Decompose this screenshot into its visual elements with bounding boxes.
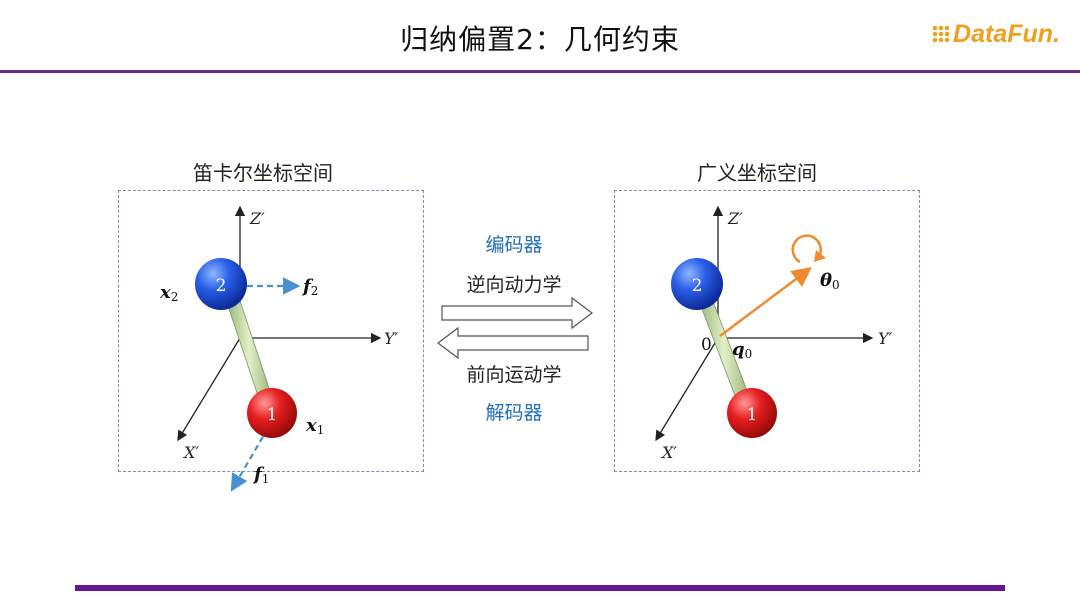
- left-atom-2-label: 2: [216, 276, 227, 296]
- forward-dynamics-label: 前向运动学: [466, 364, 562, 386]
- right-z-label: Z′: [727, 209, 743, 228]
- theta-orange-arrow: [719, 267, 812, 337]
- left-z-label: Z′: [249, 209, 265, 228]
- label-f2: f2: [301, 276, 318, 298]
- origin-label: 0: [701, 335, 712, 355]
- label-theta0: θ0: [820, 270, 840, 292]
- label-x2: x2: [159, 282, 178, 304]
- left-force-f1-arrow: [230, 427, 269, 492]
- encoder-label: 编码器: [485, 234, 543, 256]
- slide-title: 归纳偏置2：几何约束: [400, 23, 680, 56]
- right-x-label: X′: [660, 443, 677, 462]
- label-q0: q0: [732, 339, 752, 361]
- footer-divider: [75, 585, 1005, 591]
- right-atom-2: [671, 258, 723, 310]
- left-y-label: Y′: [384, 329, 399, 348]
- left-x-label: X′: [182, 443, 199, 462]
- right-y-label: Y′: [878, 329, 893, 348]
- label-x1: x1: [305, 415, 324, 437]
- left-atom-1-label: 1: [267, 405, 278, 425]
- right-atom-1: [727, 388, 777, 438]
- right-panel-title: 广义坐标空间: [697, 161, 817, 185]
- left-atom-1: [247, 388, 297, 438]
- left-panel-title: 笛卡尔坐标空间: [193, 161, 333, 185]
- decode-arrow-left: [437, 326, 589, 360]
- inverse-dynamics-label: 逆向动力学: [466, 274, 562, 296]
- rotation-arc-icon: [791, 234, 822, 264]
- label-f1: f1: [252, 464, 269, 486]
- right-atom-1-label: 1: [747, 405, 758, 425]
- header-divider: [0, 70, 1080, 73]
- encode-arrow-right: [441, 296, 593, 330]
- right-atom-2-label: 2: [692, 276, 703, 296]
- right-x-axis: [655, 337, 719, 442]
- left-atom-2: [195, 258, 247, 310]
- logo-dots-icon: [932, 25, 951, 43]
- datafun-logo: DataFun.: [932, 20, 1060, 49]
- left-panel-box: [118, 190, 424, 472]
- logo-text: DataFun.: [953, 20, 1060, 48]
- rotation-arrowhead-icon: [814, 250, 826, 262]
- left-x-axis: [177, 337, 241, 442]
- decoder-label: 解码器: [485, 402, 543, 424]
- right-panel-box: [614, 190, 920, 472]
